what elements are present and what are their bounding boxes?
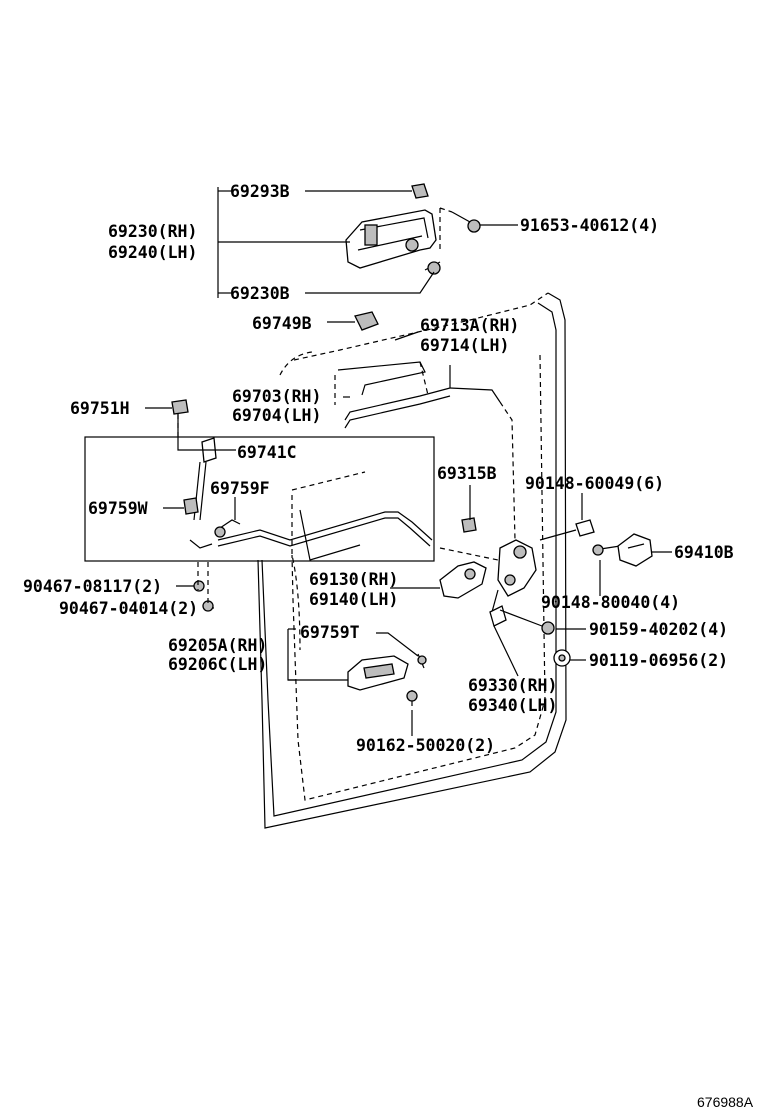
- label-69340-lh: 69340(LH): [468, 696, 557, 715]
- label-90162: 90162-50020(2): [356, 736, 495, 755]
- clip-69293b-part: [411, 183, 429, 199]
- label-69315b: 69315B: [437, 464, 497, 483]
- label-69713a-rh: 69713A(RH): [420, 316, 519, 335]
- door-outline: [257, 292, 567, 829]
- label-69410b: 69410B: [674, 543, 734, 562]
- label-90148-60049: 90148-60049(6): [525, 474, 664, 493]
- clip-69751h-part: [171, 399, 189, 415]
- inside-handle-part: [347, 655, 409, 691]
- label-69130-rh: 69130(RH): [309, 570, 398, 589]
- control-link-69130-part: [439, 561, 487, 599]
- label-69714-lh: 69714(LH): [420, 336, 509, 355]
- leader-lines: [145, 187, 672, 736]
- label-69330-rh: 69330(RH): [468, 676, 557, 695]
- inside-rod-part: [189, 511, 433, 549]
- door-inner-panel: [291, 361, 429, 561]
- label-69751h: 69751H: [70, 399, 130, 418]
- clip-69759f-part: [214, 519, 241, 538]
- washer-90119-part: [553, 649, 571, 667]
- label-69293b: 69293B: [230, 182, 290, 201]
- rod-end-69230b-part: [424, 261, 441, 275]
- striker-69410b-part: [617, 533, 653, 567]
- label-69704-lh: 69704(LH): [232, 406, 321, 425]
- label-90148-80040: 90148-80040(4): [541, 593, 680, 612]
- outside-handle-part: [345, 209, 437, 269]
- clip-69315b-part: [461, 517, 477, 533]
- door-lock-part: [439, 401, 537, 627]
- lock-rod-69713a-part: [344, 365, 501, 429]
- label-69703-rh: 69703(RH): [232, 387, 321, 406]
- clip-69749b-part: [354, 311, 379, 331]
- label-69759f: 69759F: [210, 479, 270, 498]
- bolt-90148-80040-part: [592, 544, 621, 556]
- label-69230-rh: 69230(RH): [108, 222, 197, 241]
- diagram-ref-code: 676988A: [697, 1094, 754, 1110]
- label-90159: 90159-40202(4): [589, 620, 728, 639]
- label-69206c-lh: 69206C(LH): [168, 655, 267, 674]
- screw-91653-part: [439, 207, 481, 250]
- label-69749b: 69749B: [252, 314, 312, 333]
- label-90467-08117: 90467-08117(2): [23, 577, 162, 596]
- screw-90162-part: [406, 690, 418, 706]
- label-69140-lh: 69140(LH): [309, 590, 398, 609]
- clip-69759w-part: [183, 497, 199, 515]
- label-91653: 91653-40612(4): [520, 216, 659, 235]
- label-90119: 90119-06956(2): [589, 651, 728, 670]
- clip-90467-08117-part: [193, 580, 205, 592]
- subassembly-box: [84, 436, 435, 562]
- label-69759w: 69759W: [88, 499, 148, 518]
- label-69759t: 69759T: [300, 623, 360, 642]
- label-90467-04014: 90467-04014(2): [59, 599, 198, 618]
- label-69240-lh: 69240(LH): [108, 243, 197, 262]
- label-69741c: 69741C: [237, 443, 297, 462]
- label-69205a-rh: 69205A(RH): [168, 636, 267, 655]
- bolt-90148-60049-part: [539, 519, 595, 541]
- clip-69759t-part: [417, 653, 427, 669]
- label-69230b: 69230B: [230, 284, 290, 303]
- screw-90159-part: [499, 609, 555, 635]
